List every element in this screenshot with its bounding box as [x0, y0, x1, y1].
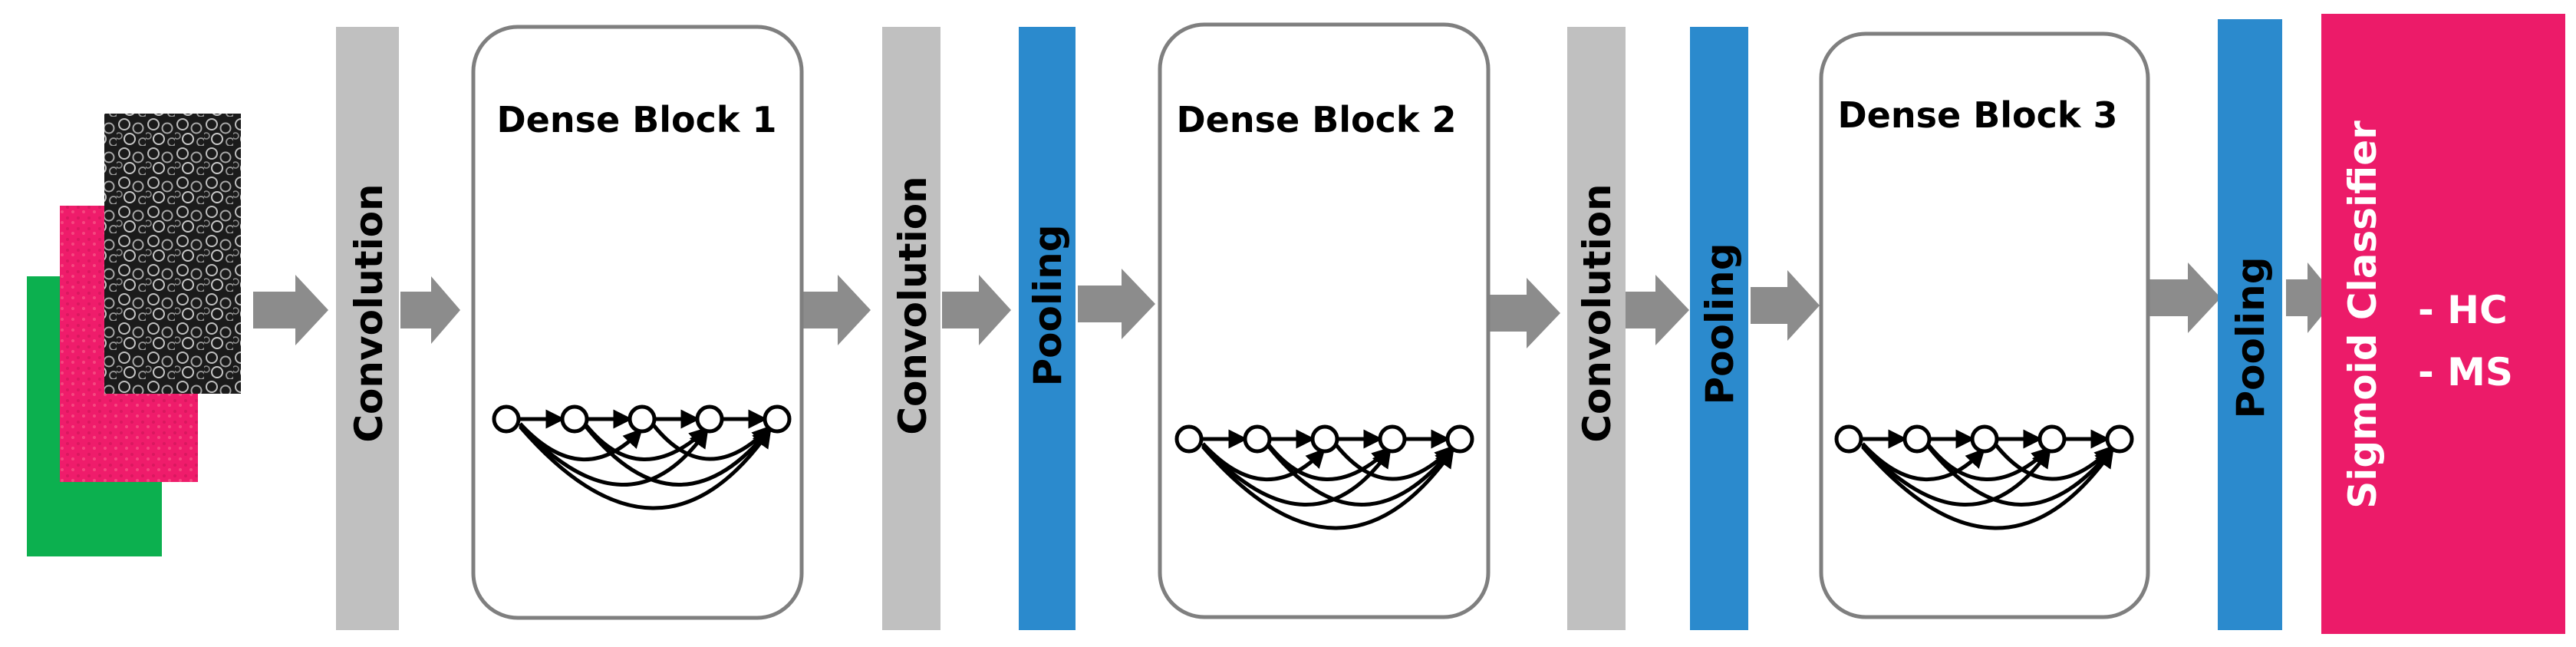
dense-connectivity-graph [492, 404, 792, 510]
conv-layer-2: Convolution [882, 27, 940, 630]
pool-layer-3-label: Pooling [2228, 256, 2273, 418]
flow-arrow [942, 275, 1011, 345]
flow-arrow [1078, 269, 1155, 339]
conv-layer-3: Convolution [1567, 27, 1626, 630]
flow-arrow [2286, 262, 2337, 333]
pool-layer-2: Pooling [1690, 27, 1748, 630]
flow-arrow [1486, 278, 1560, 348]
conv-layer-1: Convolution [336, 27, 399, 630]
classifier-label: Sigmoid Classifier [2340, 120, 2385, 509]
flow-arrow [253, 275, 328, 345]
flow-arrows [253, 262, 2337, 348]
conv-layer-1-label: Convolution [347, 183, 391, 442]
pool-layer-1-label: Pooling [1026, 224, 1070, 386]
grayscale-cell-image [104, 114, 241, 394]
dense-block-1: Dense Block 1 [471, 25, 804, 620]
flow-arrow [1751, 270, 1820, 341]
dense-block-2: Dense Block 2 [1158, 22, 1491, 619]
dense-connectivity-graph [1174, 424, 1474, 530]
sigmoid-classifier: Sigmoid Classifier - HC - MS [2321, 14, 2565, 634]
dense-connectivity-graph [1834, 424, 2134, 530]
dense-block-1-title: Dense Block 1 [496, 99, 776, 140]
pool-layer-3: Pooling [2218, 19, 2282, 630]
conv-layer-3-label: Convolution [1575, 183, 1619, 442]
flow-arrow [1620, 275, 1689, 345]
dense-block-3-title: Dense Block 3 [1837, 94, 2117, 136]
input-image-stack [27, 114, 241, 556]
class-label-hc: - HC [2418, 288, 2508, 332]
class-label-ms: - MS [2418, 350, 2513, 394]
dense-block-2-title: Dense Block 2 [1176, 99, 1456, 140]
pool-layer-1: Pooling [1019, 27, 1076, 630]
flow-arrow [400, 276, 460, 344]
flow-arrow [2146, 262, 2221, 333]
dense-block-3: Dense Block 3 [1819, 31, 2150, 619]
conv-layer-2-label: Convolution [891, 176, 935, 434]
flow-arrow [802, 275, 871, 345]
pool-layer-2-label: Pooling [1698, 243, 1742, 404]
